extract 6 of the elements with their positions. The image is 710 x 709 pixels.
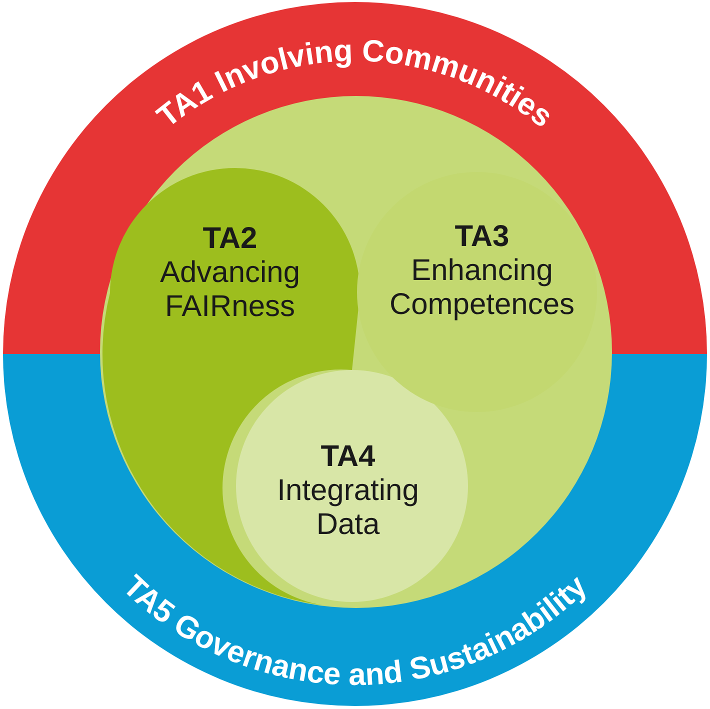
node-text: Advancing FAIRness <box>158 256 302 324</box>
node-text: Enhancing Competences <box>388 254 576 322</box>
node-title: TA3 <box>454 220 510 254</box>
node-title: TA4 <box>320 440 376 474</box>
node-title: TA2 <box>202 222 258 256</box>
node-text: Integrating Data <box>276 474 420 542</box>
